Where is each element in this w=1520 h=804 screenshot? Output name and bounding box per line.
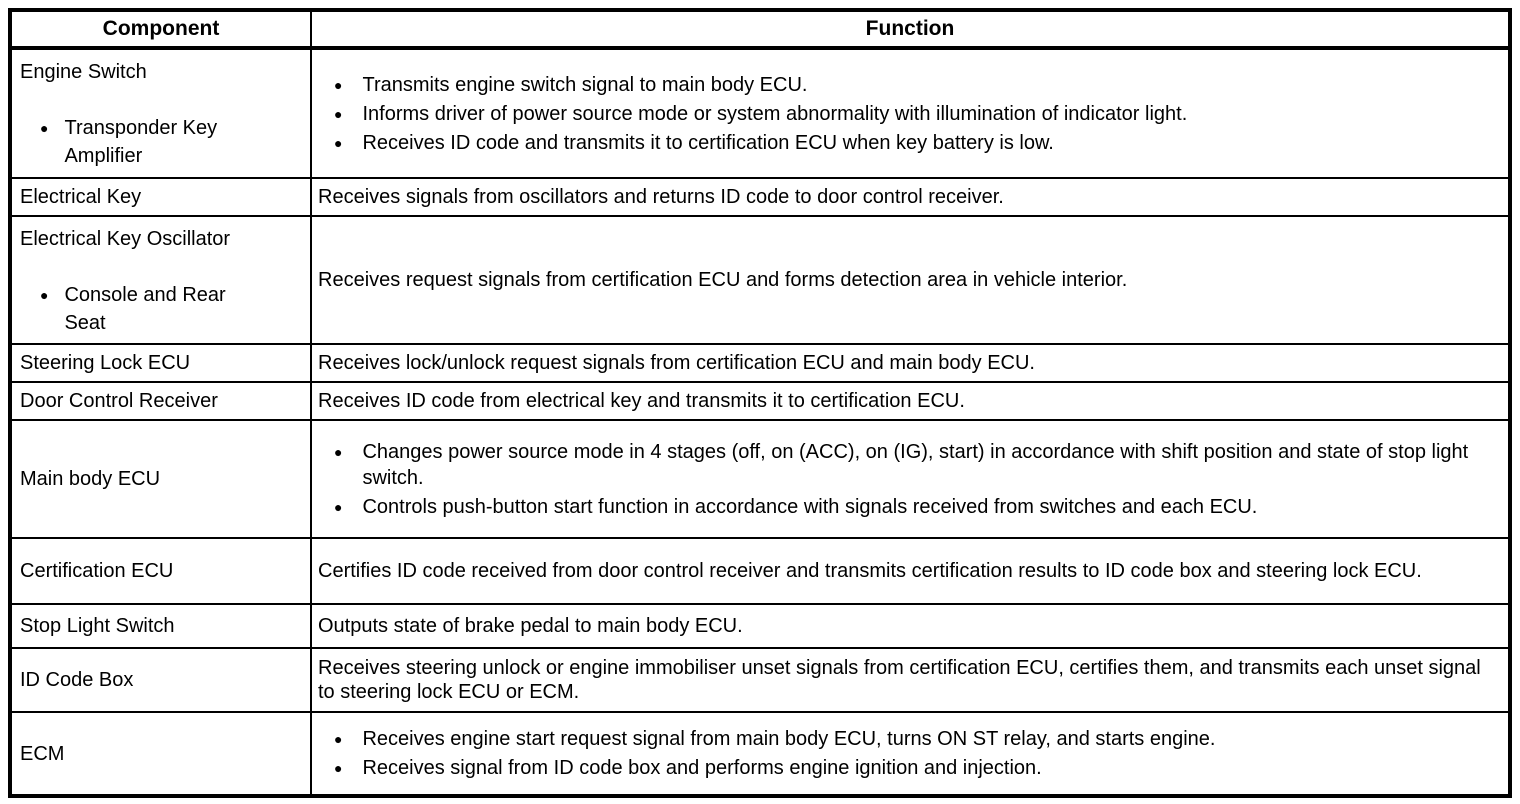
table-row: Certification ECU Certifies ID code recei…: [9, 537, 1511, 605]
function-cell: Certifies ID code received from door con…: [310, 537, 1511, 605]
function-cell: ● Changes power source mode in 4 stages (…: [310, 419, 1511, 539]
function-text: Receives ID code from electrical key and…: [318, 390, 965, 412]
component-cell: Door Control Receiver: [9, 381, 312, 421]
table-row: Electrical Key Oscillator ● Console and Re…: [9, 215, 1511, 345]
function-text: Transmits engine switch signal to main b…: [362, 73, 808, 96]
function-cell: Receives steering unlock or engine immob…: [310, 647, 1511, 713]
function-text: Outputs state of brake pedal to main bod…: [318, 615, 743, 637]
component-name: Door Control Receiver: [20, 390, 218, 412]
table-row: ID Code Box Receives steering unlock or e…: [9, 647, 1511, 713]
function-cell: Outputs state of brake pedal to main bod…: [310, 603, 1511, 649]
table-header: Component Function: [9, 9, 1511, 50]
component-cell: Stop Light Switch: [9, 603, 312, 649]
bullet-item: ● Console and Rear Seat: [20, 281, 306, 337]
component-cell: Electrical Key: [9, 177, 312, 217]
function-cell: Receives ID code from electrical key and…: [310, 381, 1511, 421]
component-sub-label: Transponder Key Amplifier: [64, 117, 218, 167]
component-name: ECM: [20, 742, 65, 765]
function-text: Informs driver of power source mode or s…: [362, 102, 1188, 125]
function-text: Changes power source mode in 4 stages (o…: [362, 440, 1469, 489]
bullet-item: ● Receives signal from ID code box and pe…: [318, 755, 1500, 781]
function-text: Certifies ID code received from door con…: [318, 560, 1422, 582]
table-row: ECM ● Receives engine start request signal…: [9, 711, 1511, 797]
bullet-icon: ●: [40, 120, 49, 136]
function-cell: Receives lock/unlock request signals fro…: [310, 343, 1511, 383]
component-cell: Electrical Key Oscillator ● Console and Re…: [9, 215, 312, 345]
component-function-table: Component Function Engine Switch ● Transpo…: [8, 8, 1512, 798]
table-row: Electrical Key Receives signals from osci…: [9, 177, 1511, 217]
function-text: Receives request signals from certificat…: [318, 269, 1128, 291]
component-cell: ECM: [9, 711, 312, 797]
function-cell: Receives signals from oscillators and re…: [310, 177, 1511, 217]
header-function: Function: [310, 9, 1511, 50]
bullet-item: ● Transmits engine switch signal to main …: [318, 72, 1500, 98]
component-cell: Engine Switch ● Transponder Key Amplifier: [9, 47, 312, 179]
table-body: Engine Switch●Transponder Key Amplifier●…: [9, 47, 1511, 797]
component-name: Engine Switch: [20, 61, 147, 83]
table-row: Stop Light Switch Outputs state of brake …: [9, 603, 1511, 649]
header-row: Component Function: [9, 9, 1511, 50]
function-text: Receives signal from ID code box and per…: [362, 757, 1042, 779]
bullet-icon: ●: [334, 760, 343, 776]
component-name: Electrical Key Oscillator: [20, 228, 231, 250]
bullet-icon: ●: [334, 76, 343, 93]
table-row: Steering Lock ECU Receives lock/unlock re…: [9, 343, 1511, 383]
component-name: Certification ECU: [20, 560, 174, 582]
function-text: Receives ID code and transmits it to cer…: [362, 131, 1054, 154]
function-text: Receives signals from oscillators and re…: [318, 186, 1004, 208]
component-name: ID Code Box: [20, 669, 134, 691]
component-name: Steering Lock ECU: [20, 352, 191, 374]
component-sub-label: Console and Rear Seat: [64, 284, 226, 334]
function-cell: ● Transmits engine switch signal to main …: [310, 47, 1511, 179]
bullet-icon: ●: [334, 134, 343, 151]
bullet-icon: ●: [334, 105, 343, 122]
function-text: Receives steering unlock or engine immob…: [318, 657, 1481, 703]
bullet-item: ● Informs driver of power source mode or …: [318, 101, 1500, 127]
component-cell: Certification ECU: [9, 537, 312, 605]
component-cell: Steering Lock ECU: [9, 343, 312, 383]
function-text: Receives engine start request signal fro…: [362, 728, 1216, 750]
function-cell: Receives request signals from certificat…: [310, 215, 1511, 345]
function-text: Receives lock/unlock request signals fro…: [318, 352, 1035, 374]
table-row: Main body ECU ● Changes power source mode …: [9, 419, 1511, 539]
function-cell: ● Receives engine start request signal fr…: [310, 711, 1511, 797]
component-cell: Main body ECU: [9, 419, 312, 539]
bullet-item: ● Receives engine start request signal fr…: [318, 726, 1500, 752]
component-cell: ID Code Box: [9, 647, 312, 713]
bullet-icon: ●: [334, 498, 343, 515]
table-row: Engine Switch●Transponder Key Amplifier●…: [9, 47, 1511, 179]
function-text: Controls push-button start function in a…: [362, 495, 1258, 518]
component-name: Main body ECU: [20, 468, 161, 490]
table-row: Door Control Receiver Receives ID code fr…: [9, 381, 1511, 421]
bullet-icon: ●: [334, 731, 343, 747]
header-component: Component: [9, 9, 312, 50]
bullet-icon: ●: [40, 287, 49, 303]
bullet-item: ● Transponder Key Amplifier: [20, 114, 306, 170]
bullet-item: ● Receives ID code and transmits it to ce…: [318, 130, 1500, 156]
component-name: Stop Light Switch: [20, 615, 175, 637]
bullet-item: ● Changes power source mode in 4 stages (…: [318, 439, 1500, 491]
component-name: Electrical Key: [20, 186, 142, 208]
bullet-icon: ●: [334, 443, 343, 460]
bullet-item: ● Controls push-button start function in …: [318, 494, 1500, 520]
